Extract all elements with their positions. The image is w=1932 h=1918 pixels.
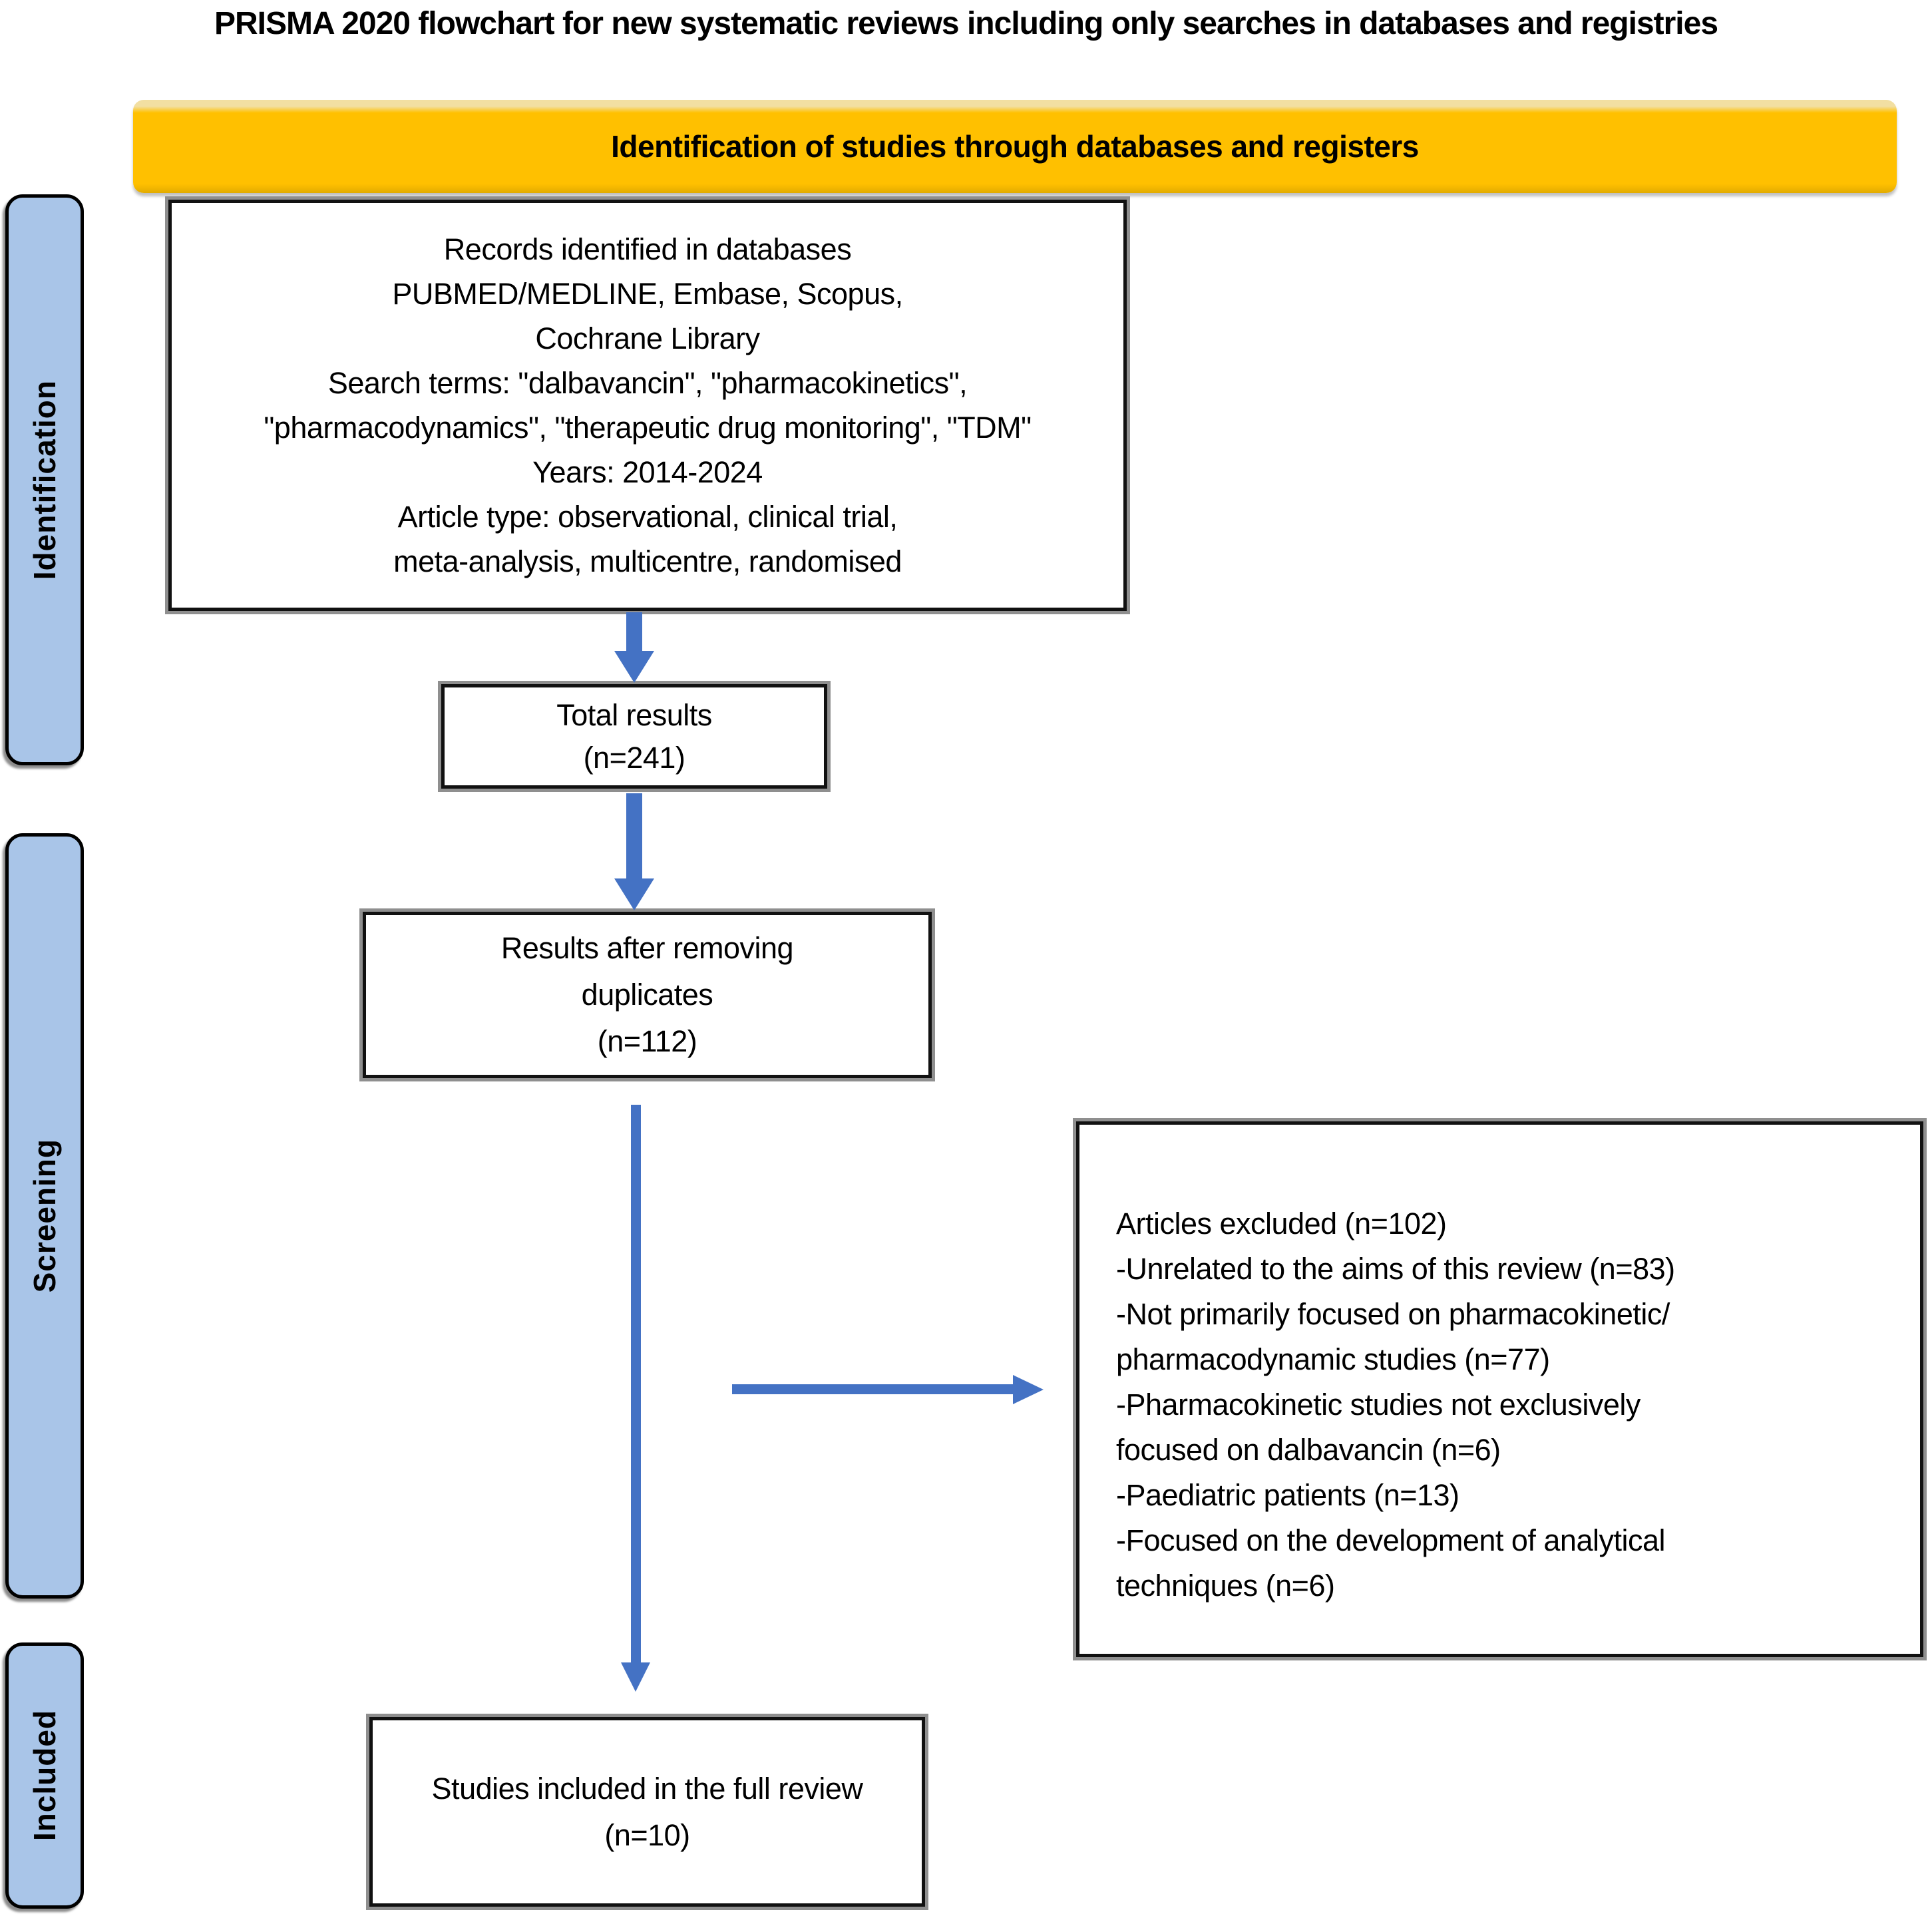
articles-excluded-box: Articles excluded (n=102) -Unrelated to t… [1076,1121,1923,1657]
text-line: (n=10) [604,1818,690,1852]
identification-banner: Identification of studies through databa… [133,100,1897,193]
text-line: Records identified in databases [443,232,852,266]
results-after-duplicates-box: Results after removing duplicates (n=112) [363,912,932,1078]
arrow-shaft [631,1105,641,1664]
stage-identification: Identification [5,194,84,765]
arrow-shaft [626,793,642,881]
page-title: PRISMA 2020 flowchart for new systematic… [214,6,1718,41]
text-line: (n=112) [597,1024,697,1058]
text-line: -Unrelated to the aims of this review (n… [1116,1252,1675,1286]
stage-screening-label: Screening [27,1139,62,1293]
text-line: Studies included in the full review [431,1771,863,1806]
arrow-down-icon [621,1662,650,1692]
text-line: (n=241) [583,740,685,775]
arrow-right-icon [1013,1375,1044,1404]
arrow-shaft [732,1384,1015,1394]
text-line: Article type: observational, clinical tr… [397,500,898,534]
identification-banner-label: Identification of studies through databa… [611,129,1419,164]
text-line: focused on dalbavancin (n=6) [1116,1433,1501,1467]
text-line: meta-analysis, multicentre, randomised [393,544,902,578]
text-line: Cochrane Library [535,321,760,355]
total-results-box: Total results (n=241) [441,684,827,789]
text-line: -Not primarily focused on pharmacokineti… [1116,1297,1670,1331]
text-line: Articles excluded (n=102) [1116,1207,1447,1241]
studies-included-box: Studies included in the full review (n=10… [369,1717,925,1907]
text-line: Results after removing [500,931,794,965]
text-line: Search terms: "dalbavancin", "pharmacoki… [327,366,968,400]
text-line: -Focused on the development of analytica… [1116,1523,1666,1557]
stage-included: Included [5,1642,84,1909]
text-line: pharmacodynamic studies (n=77) [1116,1342,1550,1376]
text-line: PUBMED/MEDLINE, Embase, Scopus, [392,277,903,311]
text-line: duplicates [581,978,713,1012]
stage-screening: Screening [5,833,84,1599]
text-line: -Paediatric patients (n=13) [1116,1478,1459,1512]
arrow-shaft [626,612,642,652]
stage-included-label: Included [27,1710,62,1841]
arrow-down-icon [614,878,654,910]
text-line: techniques (n=6) [1116,1569,1335,1603]
text-line: -Pharmacokinetic studies not exclusively [1116,1388,1641,1422]
arrow-down-icon [614,651,654,683]
text-line: Total results [556,697,712,732]
text-line: Years: 2014-2024 [532,455,763,489]
stage-identification-label: Identification [27,379,62,580]
text-line: "pharmacodynamics", "therapeutic drug mo… [264,411,1032,445]
